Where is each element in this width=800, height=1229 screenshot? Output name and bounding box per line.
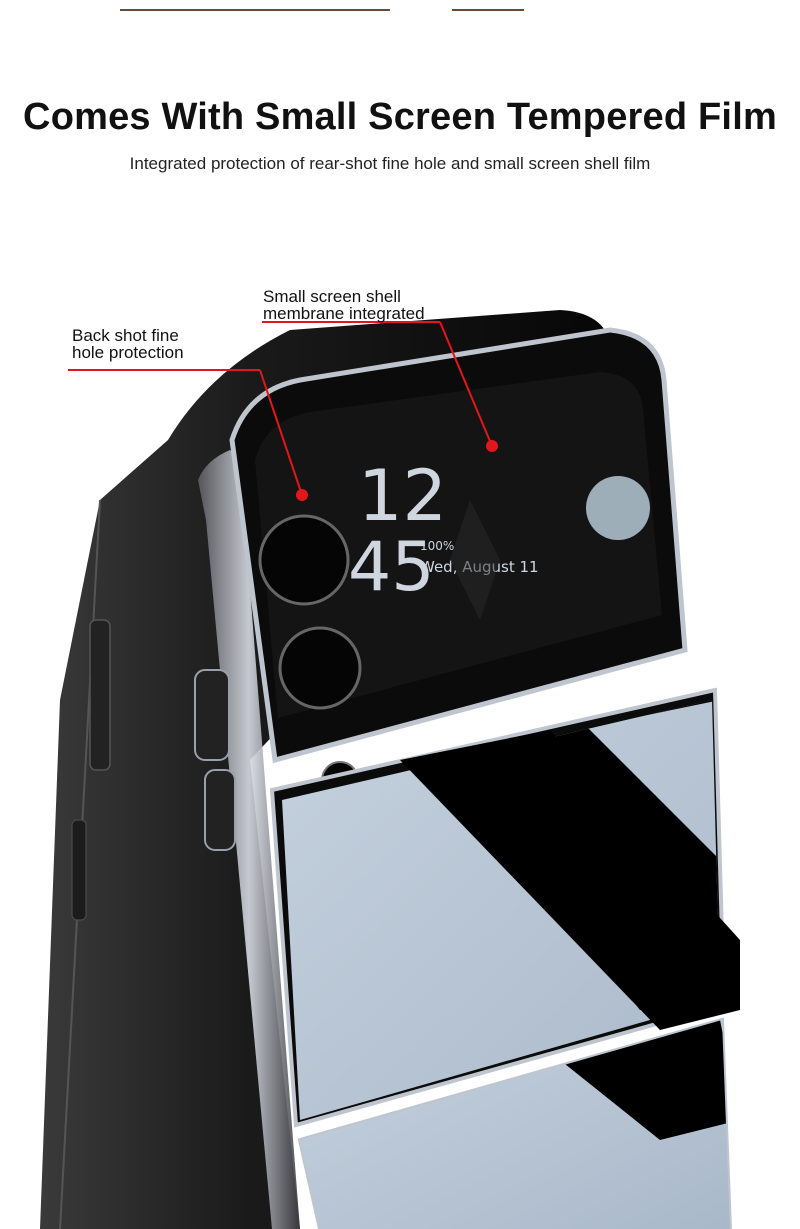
top-image-strip bbox=[0, 0, 800, 11]
hinge-frame bbox=[198, 450, 300, 1229]
callout-small-screen: Small screen shell membrane integrated bbox=[263, 288, 425, 322]
cover-clock-minute: 45 bbox=[348, 528, 435, 607]
callout-back-shot: Back shot fine hole protection bbox=[72, 327, 184, 361]
callout-dot bbox=[486, 440, 498, 452]
callout-small-screen-line1: Small screen shell bbox=[263, 287, 401, 306]
camera-lens bbox=[258, 514, 350, 606]
callout-line bbox=[439, 321, 493, 447]
callout-back-shot-line2: hole protection bbox=[72, 343, 184, 362]
camera-lens bbox=[278, 626, 362, 710]
callout-small-screen-line2: membrane integrated bbox=[263, 304, 425, 323]
callout-line bbox=[259, 369, 303, 496]
page-subtitle: Integrated protection of rear-shot fine … bbox=[129, 154, 651, 173]
callout-back-shot-line1: Back shot fine bbox=[72, 326, 179, 345]
volume-button bbox=[194, 669, 230, 761]
side-button bbox=[71, 819, 87, 921]
side-button bbox=[89, 619, 111, 771]
callout-dot bbox=[296, 489, 308, 501]
power-button bbox=[204, 769, 236, 851]
cover-battery: 100% bbox=[420, 539, 454, 553]
page-title: Comes With Small Screen Tempered Film bbox=[23, 96, 777, 138]
case-left-body bbox=[40, 310, 640, 1229]
cover-clock-hour: 12 bbox=[358, 455, 447, 537]
